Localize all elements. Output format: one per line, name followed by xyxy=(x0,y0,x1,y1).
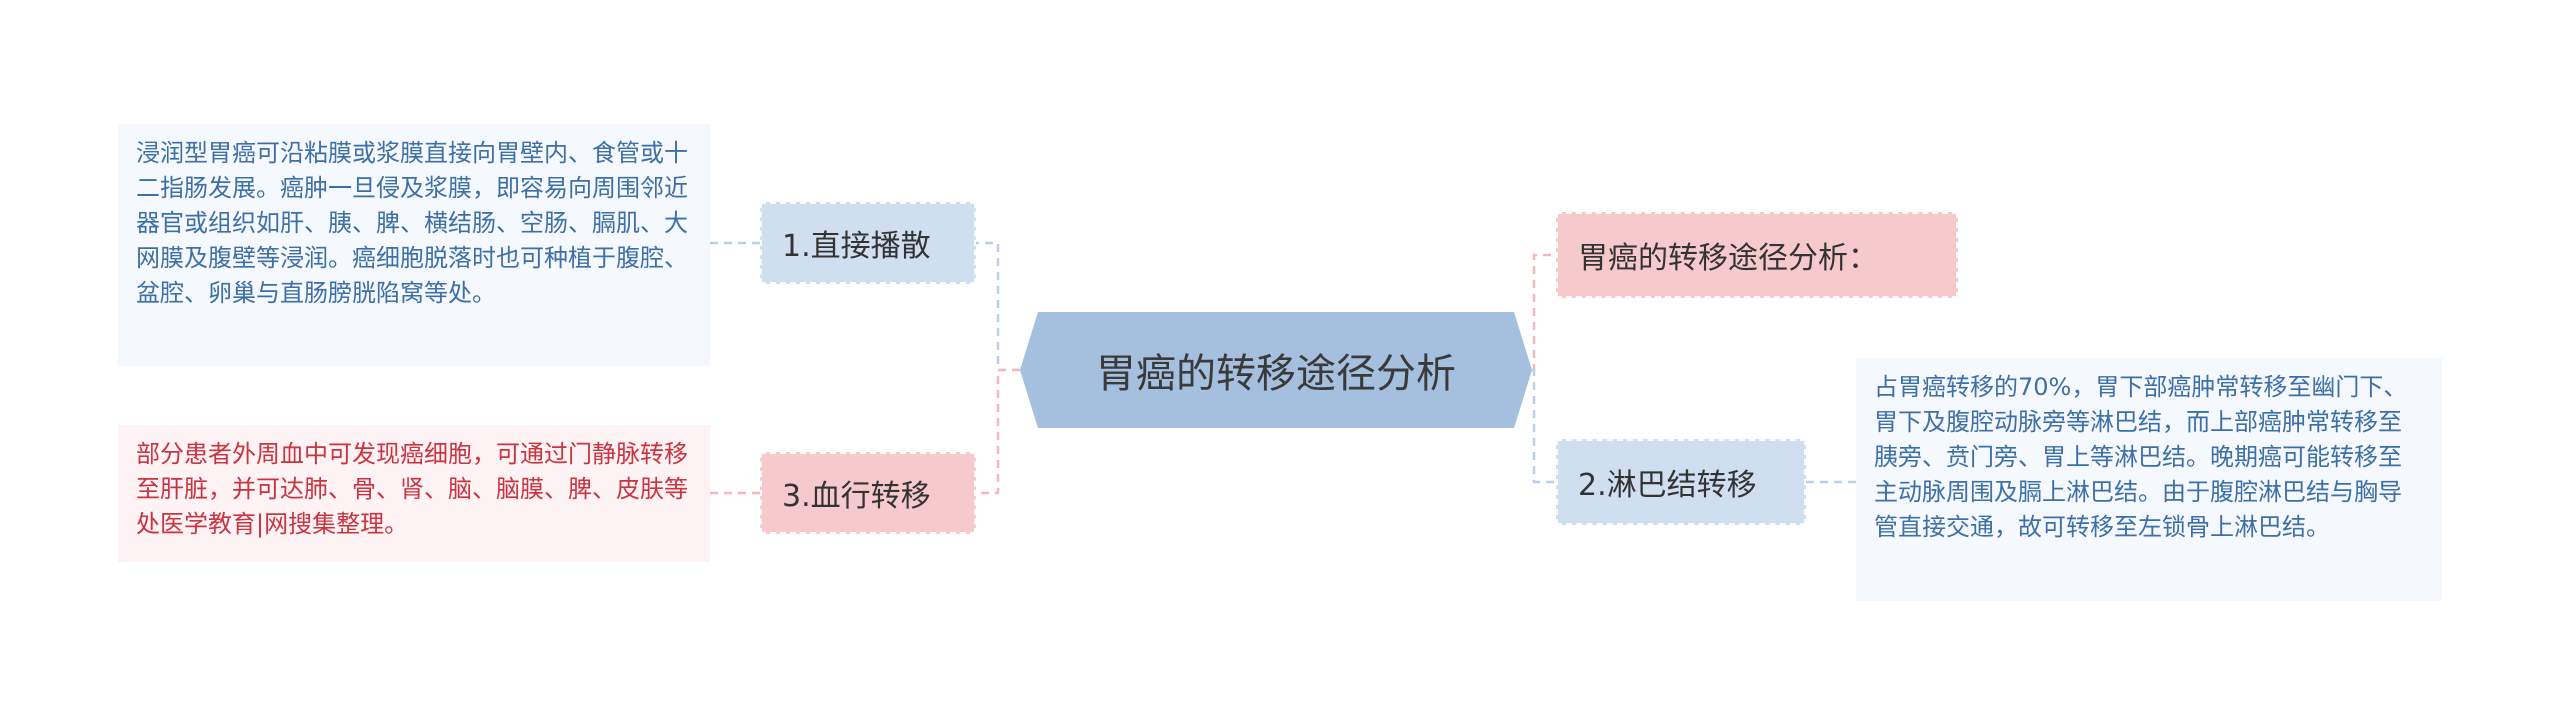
leaf-lymph-metastasis-text: 占胃癌转移的70%，胃下部癌肿常转移至幽门下、胃下及腹腔动脉旁等淋巴结，而上部癌… xyxy=(1874,373,2408,541)
branch-lymph-metastasis[interactable]: 2.淋巴结转移 xyxy=(1556,439,1806,525)
leaf-blood-metastasis-detail[interactable]: 部分患者外周血中可发现癌细胞，可通过门静脉转移至肝脏，并可达肺、骨、肾、脑、脑膜… xyxy=(118,425,710,562)
leaf-blood-metastasis-text: 部分患者外周血中可发现癌细胞，可通过门静脉转移至肝脏，并可达肺、骨、肾、脑、脑膜… xyxy=(136,440,688,538)
connector-central-lymph xyxy=(1532,368,1556,484)
branch-lymph-metastasis-label: 2.淋巴结转移 xyxy=(1578,468,1757,503)
branch-blood-metastasis-label: 3.血行转移 xyxy=(782,479,931,514)
central-topic[interactable]: 胃癌的转移途径分析 xyxy=(1020,312,1532,428)
connector-central-title xyxy=(1532,253,1556,372)
leaf-lymph-metastasis-detail[interactable]: 占胃癌转移的70%，胃下部癌肿常转移至幽门下、胃下及腹腔动脉旁等淋巴结，而上部癌… xyxy=(1856,358,2442,601)
connector-central-direct xyxy=(976,241,1020,372)
branch-direct-spread[interactable]: 1.直接播散 xyxy=(760,202,976,284)
connector-central-blood xyxy=(976,368,1020,495)
branch-direct-spread-label: 1.直接播散 xyxy=(782,229,931,264)
branch-blood-metastasis[interactable]: 3.血行转移 xyxy=(760,452,976,534)
leaf-direct-spread-detail[interactable]: 浸润型胃癌可沿粘膜或浆膜直接向胃壁内、食管或十二指肠发展。癌肿一旦侵及浆膜，即容… xyxy=(118,124,710,366)
leaf-direct-spread-text: 浸润型胃癌可沿粘膜或浆膜直接向胃壁内、食管或十二指肠发展。癌肿一旦侵及浆膜，即容… xyxy=(136,139,688,307)
branch-analysis-title[interactable]: 胃癌的转移途径分析： xyxy=(1556,212,1958,298)
central-topic-label: 胃癌的转移途径分析 xyxy=(1096,351,1456,397)
branch-analysis-title-label: 胃癌的转移途径分析： xyxy=(1578,241,1878,276)
